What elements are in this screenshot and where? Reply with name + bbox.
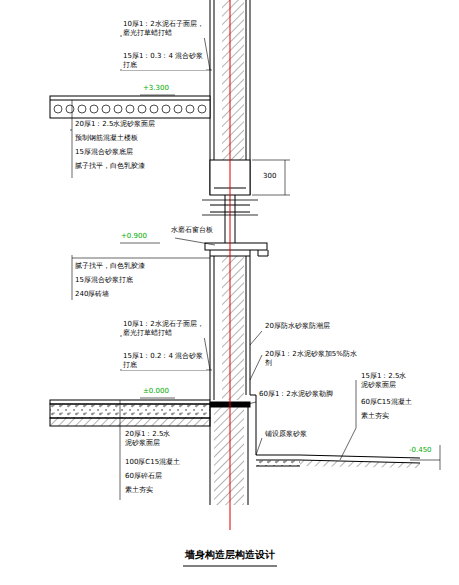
- layer-note: 300: [262, 172, 277, 181]
- slab-core: [78, 105, 86, 113]
- layer-note: 20厚1：2.5水泥砂浆面层: [124, 430, 174, 448]
- layer-note: 素土夯实: [124, 486, 154, 495]
- layer-note: 100厚C15混凝土: [124, 458, 181, 467]
- slab-core: [186, 105, 194, 113]
- level-mark: +0.900: [120, 232, 148, 241]
- drawing-title: 墙身构造层构造设计: [183, 548, 277, 562]
- slab-core: [150, 105, 158, 113]
- slab-core: [138, 105, 146, 113]
- layer-note: 10厚1：2水泥石子面层，磨光打草蜡打蜡: [122, 20, 206, 38]
- layer-note: 10厚1：2水泥石子面层，磨光打草蜡打蜡: [122, 320, 206, 338]
- layer-note: 60厚C15混凝土: [360, 398, 413, 407]
- layer-note: 铺设原浆砂浆: [264, 430, 308, 439]
- layer-note: 15厚1：2.5水泥砂浆面层: [360, 372, 414, 390]
- layer-note: 水磨石窗台板: [170, 226, 214, 235]
- layer-note: 15厚1：0.3：4 混合砂浆打底: [122, 52, 206, 70]
- layer-note: 20厚防水砂浆防潮层: [264, 322, 331, 331]
- slab-core: [66, 105, 74, 113]
- layer-note: 15厚混合砂浆底层: [74, 148, 134, 157]
- slab-core: [198, 105, 206, 113]
- slab-core: [114, 105, 122, 113]
- layer-note: 60厚1：2水泥砂浆勒脚: [258, 390, 334, 399]
- level-mark: -0.450: [408, 446, 433, 455]
- layer-note: 60厚碎石层: [124, 472, 163, 481]
- slab-core: [90, 105, 98, 113]
- title-underline: [183, 566, 277, 567]
- slab-core: [162, 105, 170, 113]
- layer-note: 素土夯实: [360, 412, 390, 421]
- layer-note: 20厚1：2.5水泥砂浆面层: [74, 120, 157, 129]
- layer-note: 240厚砖墙: [74, 290, 110, 299]
- level-mark: ±0.000: [142, 387, 170, 396]
- layer-note: 预制钢筋混凝土楼板: [74, 134, 139, 143]
- layer-note: 腻子找平，白色乳胶漆: [74, 162, 146, 171]
- layer-note: 15厚混合砂浆打底: [74, 276, 134, 285]
- level-mark: +3.300: [142, 84, 170, 93]
- slab-core: [54, 105, 62, 113]
- layer-note: 20厚1：2水泥砂浆加5%防水剂: [264, 350, 361, 368]
- slab-core: [174, 105, 182, 113]
- layer-note: 腻子找平，白色乳胶漆: [74, 262, 146, 271]
- slab-core: [126, 105, 134, 113]
- layer-note: 15厚1：0.2：4 混合砂浆打底: [122, 352, 206, 370]
- slab-core: [102, 105, 110, 113]
